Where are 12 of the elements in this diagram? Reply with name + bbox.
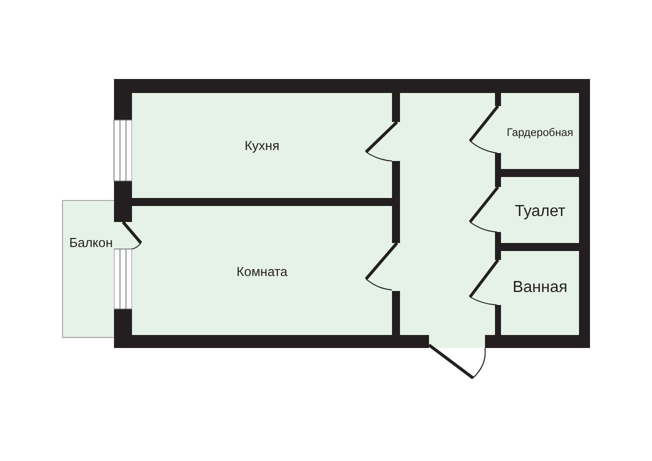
- balcony-area: [62, 200, 114, 338]
- room-area: [501, 251, 579, 335]
- room-area: [132, 93, 392, 198]
- room-name: Гардеробная: [506, 127, 574, 141]
- room-name: Туалет: [514, 202, 566, 222]
- room-name: Кухня: [244, 138, 280, 154]
- room-area: [132, 206, 392, 335]
- room-name: Ванная: [512, 278, 568, 298]
- room-name: Комната: [236, 264, 288, 280]
- room-name: Балкон: [69, 235, 113, 251]
- room-area: [501, 93, 579, 169]
- room-area: [501, 177, 579, 243]
